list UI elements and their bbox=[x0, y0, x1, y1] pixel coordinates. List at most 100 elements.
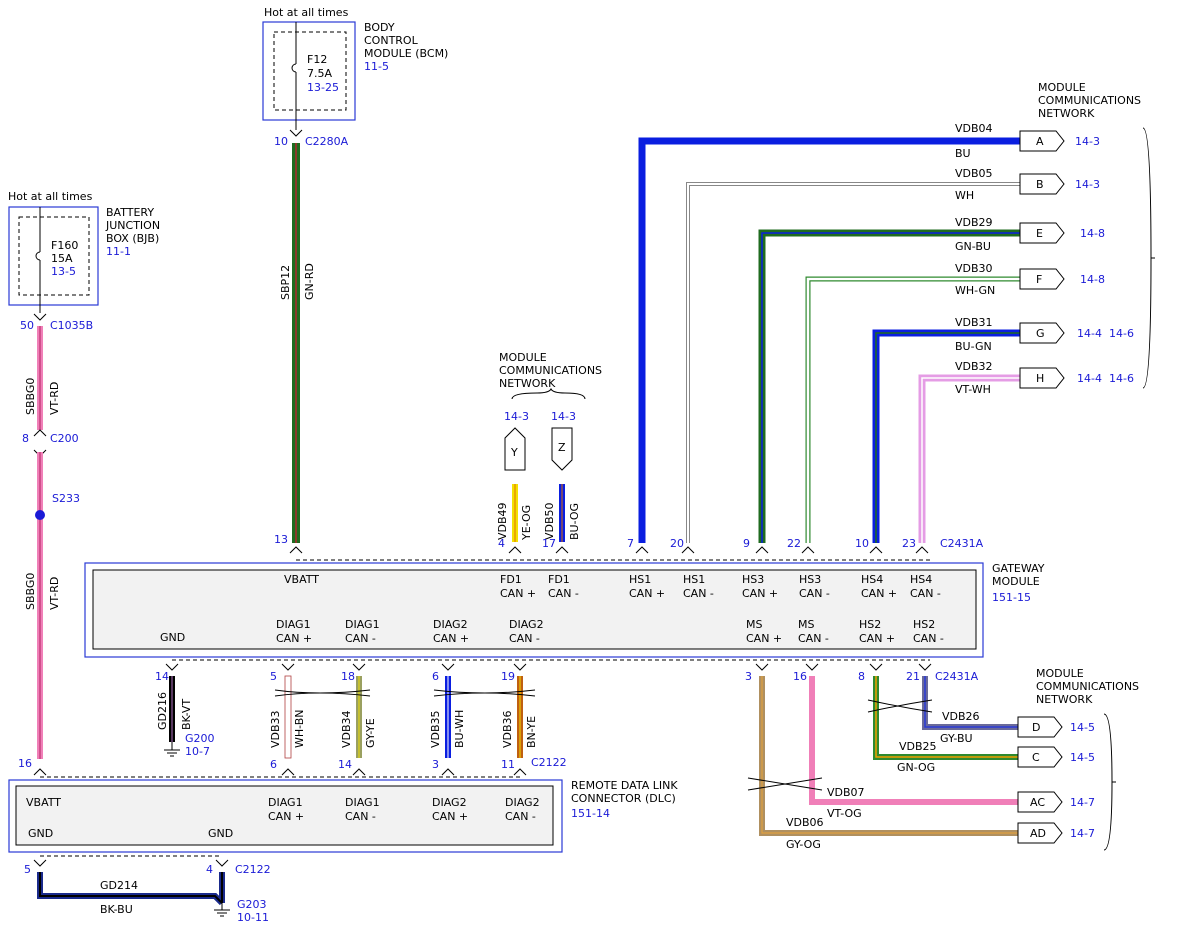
network-top: MODULE COMMUNICATIONS NETWORK bbox=[1038, 81, 1155, 389]
bjb-hot-label: Hot at all times bbox=[8, 190, 93, 203]
gw-pin-hs2-can-plus-b: CAN + bbox=[859, 632, 895, 645]
vdb35-pin-top: 6 bbox=[432, 670, 439, 683]
tag-d-ref: 14-5 bbox=[1070, 721, 1095, 734]
network-top-title-1: MODULE bbox=[1038, 81, 1086, 94]
c200-pin: 8 bbox=[22, 432, 29, 445]
gw-pin-ms-can-minus-a: MS bbox=[798, 618, 814, 631]
bcm-name-1: BODY bbox=[364, 21, 395, 34]
vdb25-circuit: VDB25 bbox=[899, 740, 937, 753]
gw-pin-hs2-can-plus-a: HS2 bbox=[859, 618, 881, 631]
vdb36-pin-bot: 11 bbox=[501, 758, 515, 771]
gd214-pin-1: 5 bbox=[24, 863, 31, 876]
vdb31-color: BU-GN bbox=[955, 340, 992, 353]
sbp12-gw-pin: 13 bbox=[274, 533, 288, 546]
vdb33-pin-bot: 6 bbox=[270, 758, 277, 771]
gateway-name-1: GATEWAY bbox=[992, 562, 1045, 575]
gw-pin-diag1-can-minus-b: CAN - bbox=[345, 632, 376, 645]
tag-ac: AC bbox=[1030, 796, 1045, 809]
gateway-ref: 151-15 bbox=[992, 591, 1031, 604]
vdb33-circuit: VDB33 bbox=[269, 710, 282, 748]
vdb07-pin: 16 bbox=[793, 670, 807, 683]
network-mid-title-1: MODULE bbox=[499, 351, 547, 364]
dlc-connector-bot: C2122 bbox=[235, 863, 271, 876]
gw-pin-diag1-can-plus-a: DIAG1 bbox=[276, 618, 311, 631]
bcm-fuse-ref: 13-25 bbox=[307, 81, 339, 94]
tag-c-ref: 14-5 bbox=[1070, 751, 1095, 764]
g203-ref: 10-11 bbox=[237, 911, 269, 924]
tag-g-ref2: 14-6 bbox=[1109, 327, 1134, 340]
tag-f-ref: 14-8 bbox=[1080, 273, 1105, 286]
gw-pin-hs1-can-plus-b: CAN + bbox=[629, 587, 665, 600]
tag-z: Z bbox=[558, 441, 566, 454]
vdb34-pin-bot: 14 bbox=[338, 758, 352, 771]
vdb05-pin: 20 bbox=[670, 537, 684, 550]
vdb04-circuit: VDB04 bbox=[955, 122, 993, 135]
vdb29-color: GN-BU bbox=[955, 240, 991, 253]
tag-a: A bbox=[1036, 135, 1044, 148]
tag-g: G bbox=[1036, 327, 1045, 340]
sbp12-circuit: SBP12 bbox=[279, 265, 292, 300]
bjb-fuse-id: F160 bbox=[51, 239, 78, 252]
vdb34-circuit: VDB34 bbox=[340, 710, 353, 748]
tag-f: F bbox=[1036, 273, 1042, 286]
c200-connector: C200 bbox=[50, 432, 79, 445]
bcm-fuse-id: F12 bbox=[307, 53, 327, 66]
network-top-title-2: COMMUNICATIONS bbox=[1038, 94, 1141, 107]
network-mid-title-3: NETWORK bbox=[499, 377, 556, 390]
dlc-gnd-2: GND bbox=[208, 827, 233, 840]
dlc-pin-diag1-plus-a: DIAG1 bbox=[268, 796, 303, 809]
vdb49-pin: 4 bbox=[498, 537, 505, 550]
sbbg0-circuit-1: SBBG0 bbox=[24, 378, 37, 415]
bcm-fuse-rating: 7.5A bbox=[307, 67, 332, 80]
vdb33-pin-top: 5 bbox=[270, 670, 277, 683]
bjb-pin: 50 bbox=[20, 319, 34, 332]
tag-y-ref: 14-3 bbox=[504, 410, 529, 423]
vdb25-color: GN-OG bbox=[897, 761, 935, 774]
vdb05-circuit: VDB05 bbox=[955, 167, 993, 180]
bjb-fuse-rating: 15A bbox=[51, 252, 73, 265]
vdb07-color: VT-OG bbox=[827, 807, 862, 820]
gw-pin-hs2-can-minus-a: HS2 bbox=[913, 618, 935, 631]
vdb07-circuit: VDB07 bbox=[827, 786, 865, 799]
network-bot-title-3: NETWORK bbox=[1036, 693, 1093, 706]
dlc-connector-top: C2122 bbox=[531, 756, 567, 769]
gw-top-connector: C2431A bbox=[940, 537, 984, 550]
gw-pin-diag2-can-plus-a: DIAG2 bbox=[433, 618, 468, 631]
diag-lines: 5 18 6 19 VDB33 WH-BN VDB34 GY-YE VDB35 … bbox=[269, 670, 567, 776]
tag-a-ref: 14-3 bbox=[1075, 135, 1100, 148]
gw-pin-hs1-can-plus-a: HS1 bbox=[629, 573, 651, 586]
dlc-pin-diag2-plus-a: DIAG2 bbox=[432, 796, 467, 809]
vdb36-color: BN-YE bbox=[525, 716, 538, 748]
vdb34-pin-top: 18 bbox=[341, 670, 355, 683]
tag-ad: AD bbox=[1030, 827, 1046, 840]
gw-pin-fd1-can-plus-a: FD1 bbox=[500, 573, 522, 586]
tag-ac-ref: 14-7 bbox=[1070, 796, 1095, 809]
bjb-ref: 11-1 bbox=[106, 245, 131, 258]
tag-h-ref2: 14-6 bbox=[1109, 372, 1134, 385]
bjb-fuse-ref: 13-5 bbox=[51, 265, 76, 278]
vdb06-circuit: VDB06 bbox=[786, 816, 824, 829]
bjb-name-3: BOX (BJB) bbox=[106, 232, 159, 245]
gateway-module: GATEWAY MODULE 151-15 VBATT FD1 CAN + FD… bbox=[84, 559, 1045, 671]
vdb32-pin: 23 bbox=[902, 537, 916, 550]
network-mid-title-2: COMMUNICATIONS bbox=[499, 364, 602, 377]
gw-pin-hs4-can-plus-b: CAN + bbox=[861, 587, 897, 600]
network-top-title-3: NETWORK bbox=[1038, 107, 1095, 120]
gw-pin-hs2-can-minus-b: CAN - bbox=[913, 632, 944, 645]
gw-pin-diag1-can-plus-b: CAN + bbox=[276, 632, 312, 645]
dlc-ref: 151-14 bbox=[571, 807, 610, 820]
bjb-fuse-block: Hot at all times F160 15A 13-5 BATTERY J… bbox=[8, 190, 160, 776]
g200-label: G200 bbox=[185, 732, 215, 745]
vdb25-pin: 8 bbox=[858, 670, 865, 683]
vdb36-pin-top: 19 bbox=[501, 670, 515, 683]
vdb49-color: YE-OG bbox=[520, 505, 533, 541]
dlc-pin-diag2-minus-b: CAN - bbox=[505, 810, 536, 823]
vdb49-circuit: VDB49 bbox=[496, 502, 509, 540]
gw-pin-hs1-can-minus-a: HS1 bbox=[683, 573, 705, 586]
bcm-connector: C2280A bbox=[305, 135, 349, 148]
g200-ref: 10-7 bbox=[185, 745, 210, 758]
sbp12-color: GN-RD bbox=[303, 263, 316, 300]
vdb35-color: BU-WH bbox=[453, 710, 466, 748]
gd216-color: BK-VT bbox=[180, 699, 193, 730]
